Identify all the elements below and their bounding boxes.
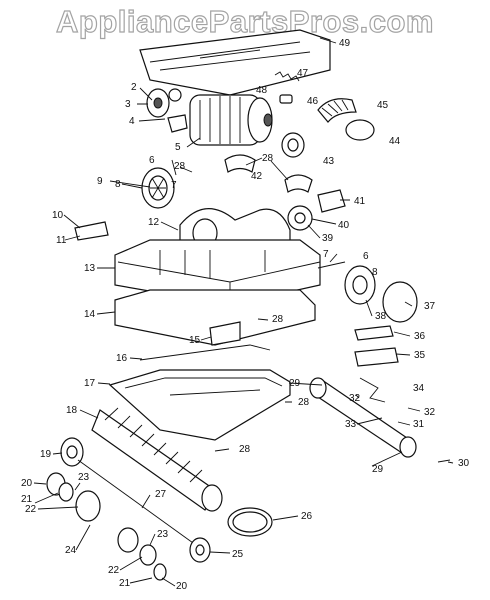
part-wheel-cover [382, 281, 418, 323]
callout-label: 27 [155, 489, 167, 500]
part-wheel-hub [287, 205, 313, 231]
callout-label: 39 [322, 233, 334, 244]
part-motor-bracket [284, 174, 313, 193]
callout-label: 8 [115, 179, 121, 190]
part-shaft [77, 459, 201, 549]
callout-label: 4 [129, 116, 135, 127]
part-spring [274, 71, 300, 82]
callout-label: 15 [189, 335, 201, 346]
callout-label: 9 [97, 176, 103, 187]
part-roller-right [309, 377, 417, 458]
callout-label: 21 [119, 578, 131, 589]
callout-label: 47 [297, 68, 309, 79]
callout-label: 20 [176, 581, 188, 592]
callout-label: 41 [354, 196, 366, 207]
callout-label: 12 [148, 217, 160, 228]
callout-label: 46 [307, 96, 319, 107]
part-brushroll [91, 407, 223, 512]
callout-label: 7 [323, 249, 329, 260]
callout-label: 28 [239, 444, 251, 455]
part-fan-assembly [146, 88, 188, 133]
part-bottom-plate [108, 369, 291, 441]
part-belt [232, 511, 268, 533]
part-screw [437, 459, 451, 463]
callout-label: 28 [262, 153, 274, 164]
part-bumper-clip [317, 189, 346, 213]
callout-label: 6 [363, 251, 369, 262]
callout-label: 32 [349, 393, 361, 404]
callout-label: 34 [413, 383, 425, 394]
part-end-cap-right [189, 537, 211, 563]
callout-label: 18 [66, 405, 78, 416]
part-axle [317, 261, 346, 269]
callout-label: 38 [375, 311, 387, 322]
callout-label: 28 [174, 161, 186, 172]
part-hose-clamp [345, 119, 375, 141]
callout-label: 10 [52, 210, 64, 221]
callout-label: 43 [323, 156, 335, 167]
callout-label: 19 [40, 449, 52, 460]
part-tab [209, 321, 241, 346]
callout-label: 11 [56, 235, 67, 246]
callout-label: 37 [424, 301, 436, 312]
callout-label: 33 [345, 419, 357, 430]
callout-label: 21 [21, 494, 33, 505]
callout-label: 5 [175, 142, 181, 153]
callout-label: 40 [338, 220, 350, 231]
part-wheel-left [141, 167, 175, 209]
part-wheel-right [344, 265, 376, 305]
part-connector [279, 94, 293, 104]
part-pedal [354, 325, 394, 341]
callout-label: 26 [301, 511, 313, 522]
part-bearing-assembly-left [46, 472, 101, 522]
callout-label: 20 [21, 478, 33, 489]
callout-label: 31 [413, 419, 425, 430]
callout-label: 13 [84, 263, 96, 274]
part-base-plate [114, 289, 316, 346]
callout-label: 14 [84, 309, 96, 320]
callout-label: 29 [372, 464, 384, 475]
callout-label: 36 [414, 331, 426, 342]
part-latch [74, 221, 109, 241]
callout-label: 48 [256, 85, 268, 96]
callout-label: 2 [131, 82, 137, 93]
callout-label: 17 [84, 378, 96, 389]
callout-label: 24 [65, 545, 77, 556]
callout-label: 22 [25, 504, 37, 515]
callout-label: 45 [377, 100, 389, 111]
part-seal [139, 344, 271, 361]
callout-label: 23 [157, 529, 169, 540]
part-bearing-assembly-right [117, 527, 167, 581]
callout-label: 42 [251, 171, 263, 182]
callout-label: 23 [78, 472, 90, 483]
callout-label: 49 [339, 38, 351, 49]
callout-label: 6 [149, 155, 155, 166]
part-pedal-bracket [354, 347, 399, 367]
part-hose [317, 98, 357, 123]
callout-label: 44 [389, 136, 401, 147]
part-top-cover [139, 29, 331, 96]
part-motor-bracket [224, 154, 256, 173]
callout-label: 8 [372, 267, 378, 278]
callout-label: 3 [125, 99, 131, 110]
callout-label: 7 [171, 180, 177, 191]
callout-label: 28 [298, 397, 310, 408]
callout-label: 30 [458, 458, 470, 469]
callout-label: 35 [414, 350, 426, 361]
callout-label: 28 [272, 314, 284, 325]
leader-lines [33, 37, 454, 587]
callout-label: 32 [424, 407, 436, 418]
part-end-cap [60, 437, 84, 467]
callout-label: 16 [116, 353, 128, 364]
part-wire [359, 377, 386, 403]
part-motor [189, 94, 273, 146]
callout-label: 25 [232, 549, 244, 560]
part-bearing [281, 132, 305, 158]
callout-label: 22 [108, 565, 120, 576]
